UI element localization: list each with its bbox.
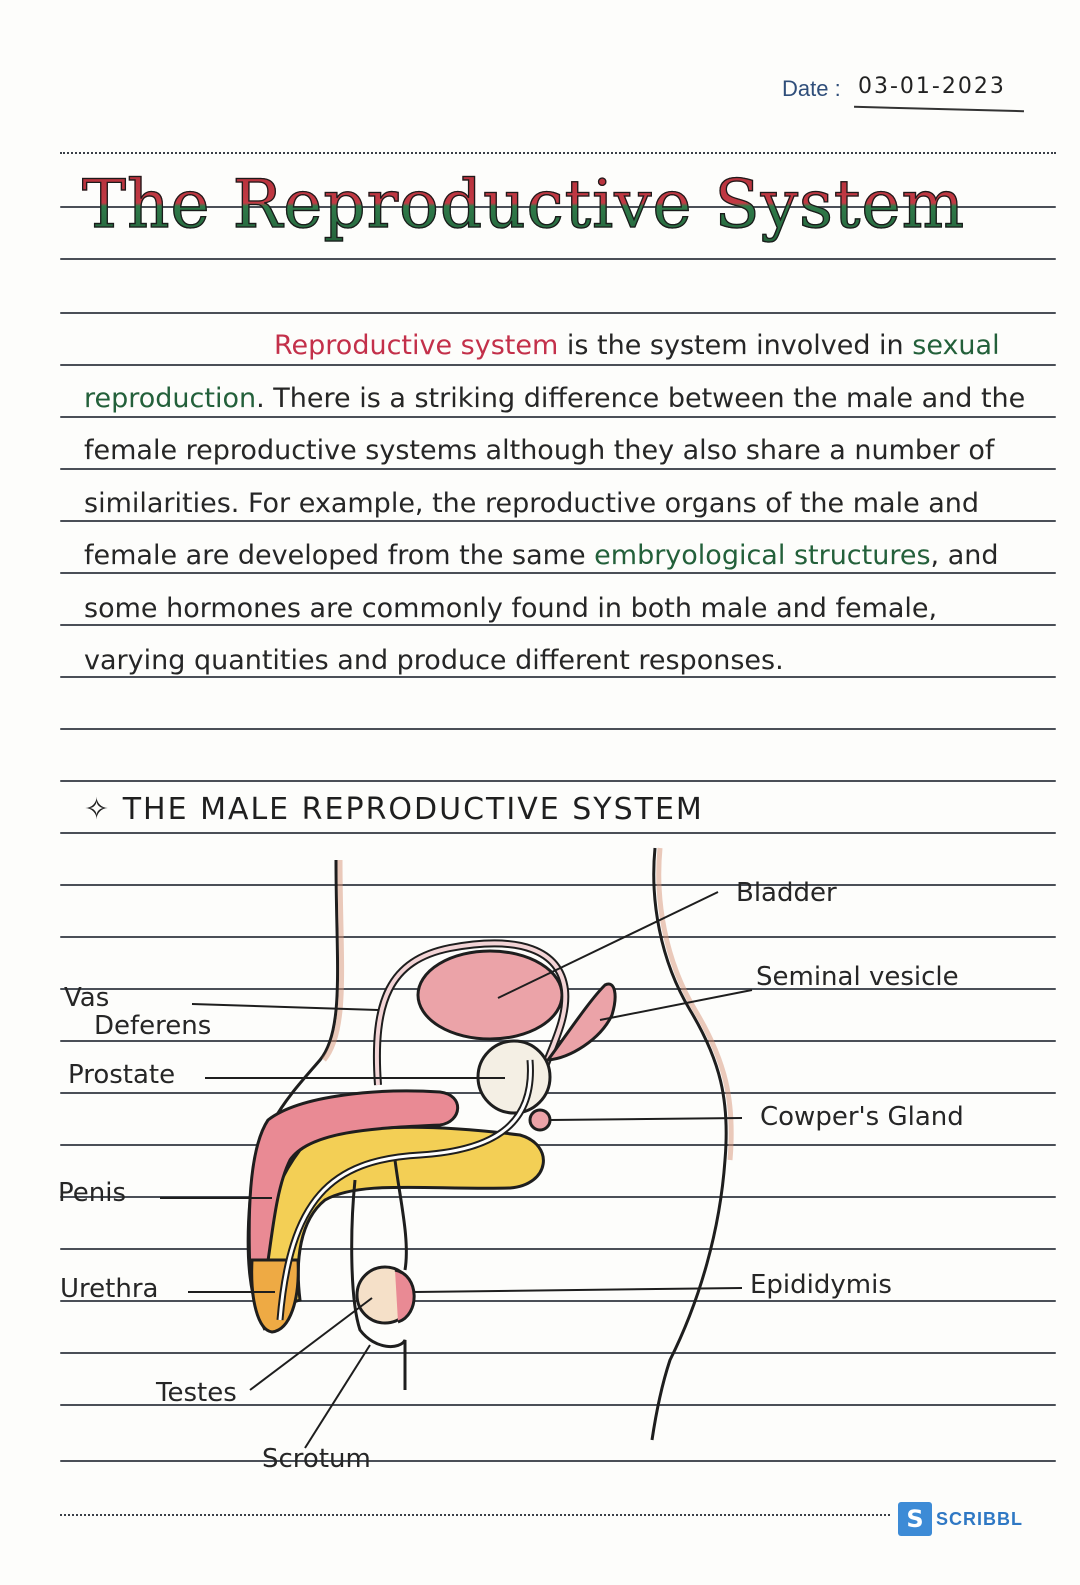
- rule: [60, 832, 1056, 834]
- rule: [60, 520, 1056, 522]
- rule: [60, 936, 1056, 938]
- label-cowpers-gland: Cowper's Gland: [760, 1102, 964, 1132]
- rule: [60, 1092, 1056, 1094]
- label-urethra: Urethra: [60, 1274, 159, 1304]
- label-testes: Testes: [156, 1378, 237, 1408]
- label-prostate: Prostate: [68, 1060, 176, 1090]
- rule: [60, 1300, 1056, 1302]
- rule: [60, 676, 1056, 678]
- page-title: The Reproductive System: [81, 165, 966, 243]
- rule: [60, 258, 1056, 260]
- date-value: 03-01-2023: [858, 74, 1006, 99]
- rule: [60, 468, 1056, 470]
- rule: [60, 416, 1056, 418]
- intro-text-1: is the system involved in: [558, 330, 904, 361]
- rule: [60, 1460, 1056, 1462]
- intro-text-3: , and some hormones are commonly found i…: [84, 540, 999, 676]
- scribbl-logo: S SCRIBBL: [898, 1502, 1023, 1536]
- rule: [60, 1144, 1056, 1146]
- rule: [60, 624, 1056, 626]
- label-scrotum: Scrotum: [262, 1444, 371, 1474]
- highlight-embryological-structures: embryological structures: [594, 540, 931, 571]
- sparkle-icon: ✧: [84, 792, 112, 827]
- date-label: Date :: [782, 76, 841, 101]
- rule: [60, 780, 1056, 782]
- rule: [60, 312, 1056, 314]
- scribbl-logo-icon: S: [898, 1502, 932, 1536]
- label-vas-deferens: Vas Deferens: [64, 984, 211, 1040]
- label-seminal-vesicle: Seminal vesicle: [756, 962, 959, 992]
- rule: [60, 1248, 1056, 1250]
- rule: [60, 884, 1056, 886]
- rule: [60, 1404, 1056, 1406]
- highlight-reproductive-system: Reproductive system: [274, 330, 559, 361]
- section-heading-text: THE MALE REPRODUCTIVE SYSTEM: [122, 792, 704, 827]
- scribbl-logo-text: SCRIBBL: [936, 1508, 1023, 1529]
- intro-paragraph: Reproductive system is the system involv…: [84, 320, 1044, 688]
- dotted-rule: [60, 152, 1056, 154]
- label-vas-line1: Vas: [64, 983, 110, 1013]
- rule: [60, 572, 1056, 574]
- section-heading: ✧ THE MALE REPRODUCTIVE SYSTEM: [84, 792, 704, 827]
- dotted-rule: [60, 1514, 890, 1516]
- label-penis: Penis: [58, 1178, 126, 1208]
- rule: [60, 206, 1056, 208]
- rule: [60, 1352, 1056, 1354]
- label-vas-line2: Deferens: [94, 1011, 212, 1041]
- rule: [60, 364, 1056, 366]
- rule: [60, 728, 1056, 730]
- label-bladder: Bladder: [736, 878, 837, 908]
- intro-text-2: . There is a striking difference between…: [84, 382, 1026, 572]
- rule: [60, 1196, 1056, 1198]
- highlight-sexual-reproduction: sexual reproduction: [84, 330, 1000, 414]
- label-epididymis: Epididymis: [750, 1270, 892, 1300]
